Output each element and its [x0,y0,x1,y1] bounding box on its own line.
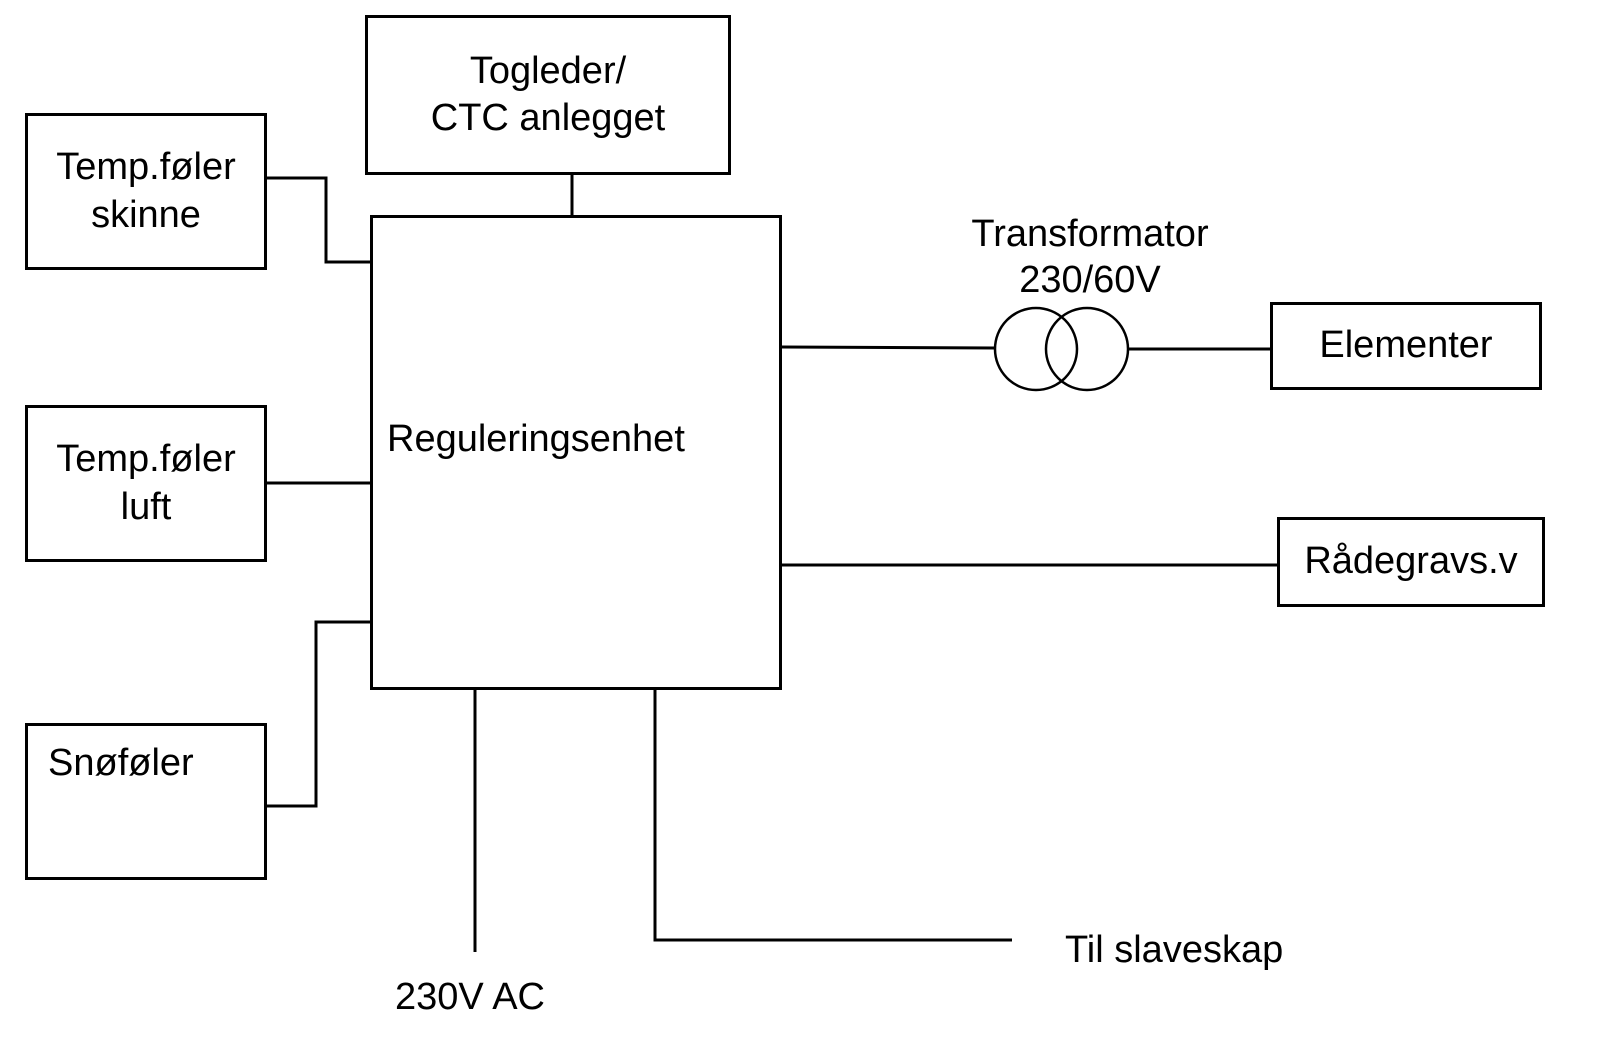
box-temp-skinne-label-line1: Temp.føler [56,146,236,188]
box-temp-foler-luft: Temp.føler luft [25,405,267,562]
transformator-label-line2: 230/60V [1019,258,1161,301]
wire-regulering-transformator [781,345,996,350]
box-togleder-label-line1: Togleder/ [469,49,627,92]
box-elementer: Elementer [1270,302,1542,390]
power-230vac-label: 230V AC [395,976,545,1018]
box-snofoler-label: Snøføler [48,742,194,784]
box-temp-luft-label-line1: Temp.føler [56,438,236,480]
wire-regulering-slaveskap [653,688,1012,942]
box-temp-luft-label-line2: luft [120,485,172,528]
box-reguleringsenhet: Reguleringsenhet [370,215,782,690]
til-slaveskap-label: Til slaveskap [1065,929,1284,971]
box-togleder-ctc: Togleder/ CTC anlegget [365,15,731,175]
box-reguleringsenhet-label: Reguleringsenhet [387,418,685,460]
transformer-coil-right [1044,306,1130,392]
box-temp-skinne-label-line2: skinne [91,193,201,236]
box-snofoler: Snøføler [25,723,267,880]
wire-tempskinne-regulering [267,176,370,264]
wire-snofoler-regulering [267,620,370,808]
box-radegravs: Rådegravs.v [1277,517,1545,607]
box-temp-foler-skinne: Temp.føler skinne [25,113,267,270]
box-togleder-label-line2: CTC anlegget [430,97,666,139]
transformer-coil-left [993,306,1079,392]
box-radegravs-label: Rådegravs.v [1304,540,1518,583]
box-elementer-label: Elementer [1319,324,1493,367]
transformator-label-line1: Transformator [971,213,1209,255]
transformator-label: Transformator 230/60V [950,212,1230,303]
